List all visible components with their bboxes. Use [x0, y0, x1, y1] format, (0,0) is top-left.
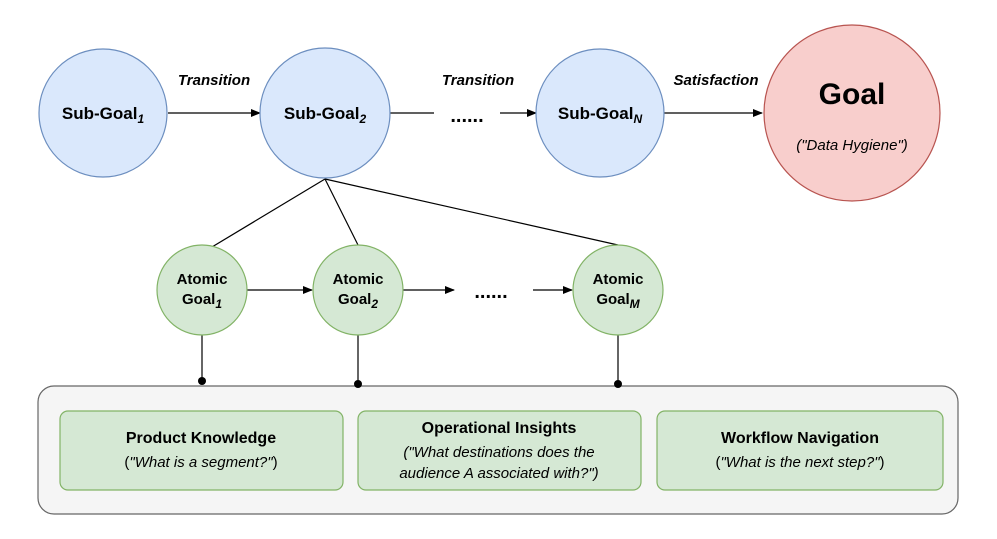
- link-atomic1-dot: [198, 377, 206, 385]
- atomic-goal-1-node: [156, 244, 248, 336]
- subgoal-n-label: Sub-GoalN: [558, 104, 643, 126]
- subgoal-n-node: [535, 48, 665, 178]
- ellipsis-top: ......: [450, 105, 483, 127]
- link-subgoal2-atomicM: [324, 178, 619, 246]
- category-box-workflow-navigation: [656, 410, 944, 491]
- edge-label-satisfaction: Satisfaction: [673, 72, 758, 89]
- goal-example: ("Data Hygiene"): [796, 137, 908, 154]
- link-atomic2-dot: [354, 380, 362, 388]
- link-subgoal2-atomic1: [201, 178, 326, 254]
- edge-label-transition-2: Transition: [442, 72, 514, 89]
- atomic-goal-2-line2: Goal2: [338, 291, 378, 311]
- category-example-operational-insights-2: audience A associated with?"): [399, 465, 598, 482]
- category-title-product-knowledge: Product Knowledge: [126, 430, 276, 447]
- category-example-workflow-navigation: ("What is the next step?"): [715, 454, 884, 471]
- atomic-goal-2-node: [312, 244, 404, 336]
- goal-title: Goal: [819, 78, 886, 111]
- subgoal-2-label: Sub-Goal2: [284, 104, 367, 126]
- atomic-goal-1-line2: Goal1: [182, 291, 222, 311]
- link-atomicM-dot: [614, 380, 622, 388]
- atomic-goal-m-line2: GoalM: [596, 291, 640, 311]
- category-title-workflow-navigation: Workflow Navigation: [721, 430, 879, 447]
- subgoal-1-label: Sub-Goal1: [62, 104, 145, 126]
- subgoal-2-node: [259, 47, 391, 179]
- atomic-goal-m-node: [572, 244, 664, 336]
- edge-label-transition-1: Transition: [178, 72, 250, 89]
- atomic-goal-1-line1: Atomic: [177, 271, 228, 288]
- category-example-operational-insights-1: ("What destinations does the: [403, 444, 594, 461]
- link-subgoal2-atomic2: [324, 178, 359, 246]
- category-example-product-knowledge: ("What is a segment?"): [124, 454, 277, 471]
- category-box-product-knowledge: [59, 410, 344, 491]
- goal-node: [763, 24, 941, 202]
- category-title-operational-insights: Operational Insights: [422, 420, 577, 437]
- category-box-operational-insights: [357, 410, 642, 491]
- subgoal-1-node: [38, 48, 168, 178]
- ellipsis-bottom: ......: [474, 281, 507, 303]
- atomic-goal-2-line1: Atomic: [333, 271, 384, 288]
- atomic-goal-m-line1: Atomic: [593, 271, 644, 288]
